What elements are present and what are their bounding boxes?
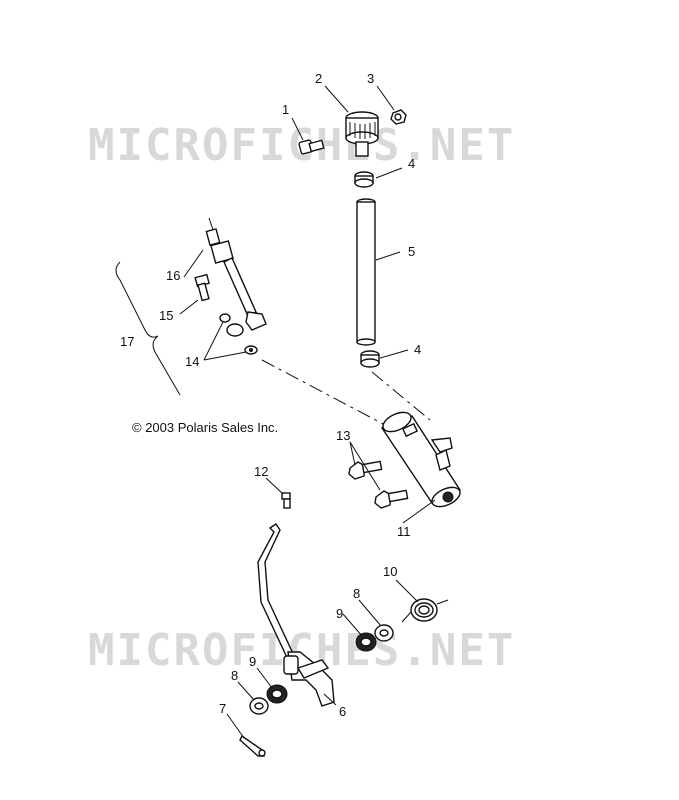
group-bracket bbox=[115, 261, 181, 396]
part-bolt bbox=[298, 139, 325, 155]
part-bushing-left bbox=[266, 684, 288, 704]
callout-10: 10 bbox=[383, 564, 397, 579]
callout-3: 3 bbox=[367, 71, 374, 86]
callout-17: 17 bbox=[120, 334, 134, 349]
callout-11: 11 bbox=[397, 524, 411, 539]
callout-9-left: 9 bbox=[249, 654, 256, 669]
part-clamp-upper bbox=[354, 171, 374, 188]
callout-12: 12 bbox=[254, 464, 268, 479]
callout-8-left: 8 bbox=[231, 668, 238, 683]
callout-7: 7 bbox=[219, 701, 226, 716]
copyright-notice: © 2003 Polaris Sales Inc. bbox=[132, 420, 278, 435]
alignment-line-hose bbox=[261, 359, 386, 426]
part-small-bolt bbox=[281, 492, 291, 509]
part-cotter-pin bbox=[239, 734, 266, 757]
part-spring bbox=[401, 598, 449, 623]
part-banjo-bolt bbox=[194, 273, 210, 302]
part-clamp-lower bbox=[360, 350, 380, 368]
part-brake-hose bbox=[205, 217, 267, 331]
callout-13: 13 bbox=[336, 428, 350, 443]
part-nut bbox=[390, 109, 407, 125]
callout-8-right: 8 bbox=[353, 586, 360, 601]
callout-1: 1 bbox=[282, 102, 289, 117]
part-brake-pedal bbox=[257, 523, 335, 707]
callout-15: 15 bbox=[159, 308, 173, 323]
callout-4-upper: 4 bbox=[408, 156, 415, 171]
part-reservoir bbox=[345, 111, 379, 157]
callout-4-lower: 4 bbox=[414, 342, 421, 357]
part-washer-left bbox=[249, 697, 269, 715]
part-washer-right bbox=[374, 624, 394, 642]
part-washers bbox=[219, 313, 258, 355]
alignment-line-tube bbox=[371, 371, 431, 421]
callout-6: 6 bbox=[339, 704, 346, 719]
callout-2: 2 bbox=[315, 71, 322, 86]
leader-lines bbox=[179, 85, 436, 739]
part-mount-bolts bbox=[348, 460, 409, 509]
callout-14: 14 bbox=[185, 354, 199, 369]
callout-9-right: 9 bbox=[336, 606, 343, 621]
part-tube bbox=[356, 198, 376, 346]
callout-16: 16 bbox=[166, 268, 180, 283]
callout-5: 5 bbox=[408, 244, 415, 259]
part-bushing-right bbox=[355, 632, 377, 652]
part-master-cylinder bbox=[380, 411, 462, 508]
